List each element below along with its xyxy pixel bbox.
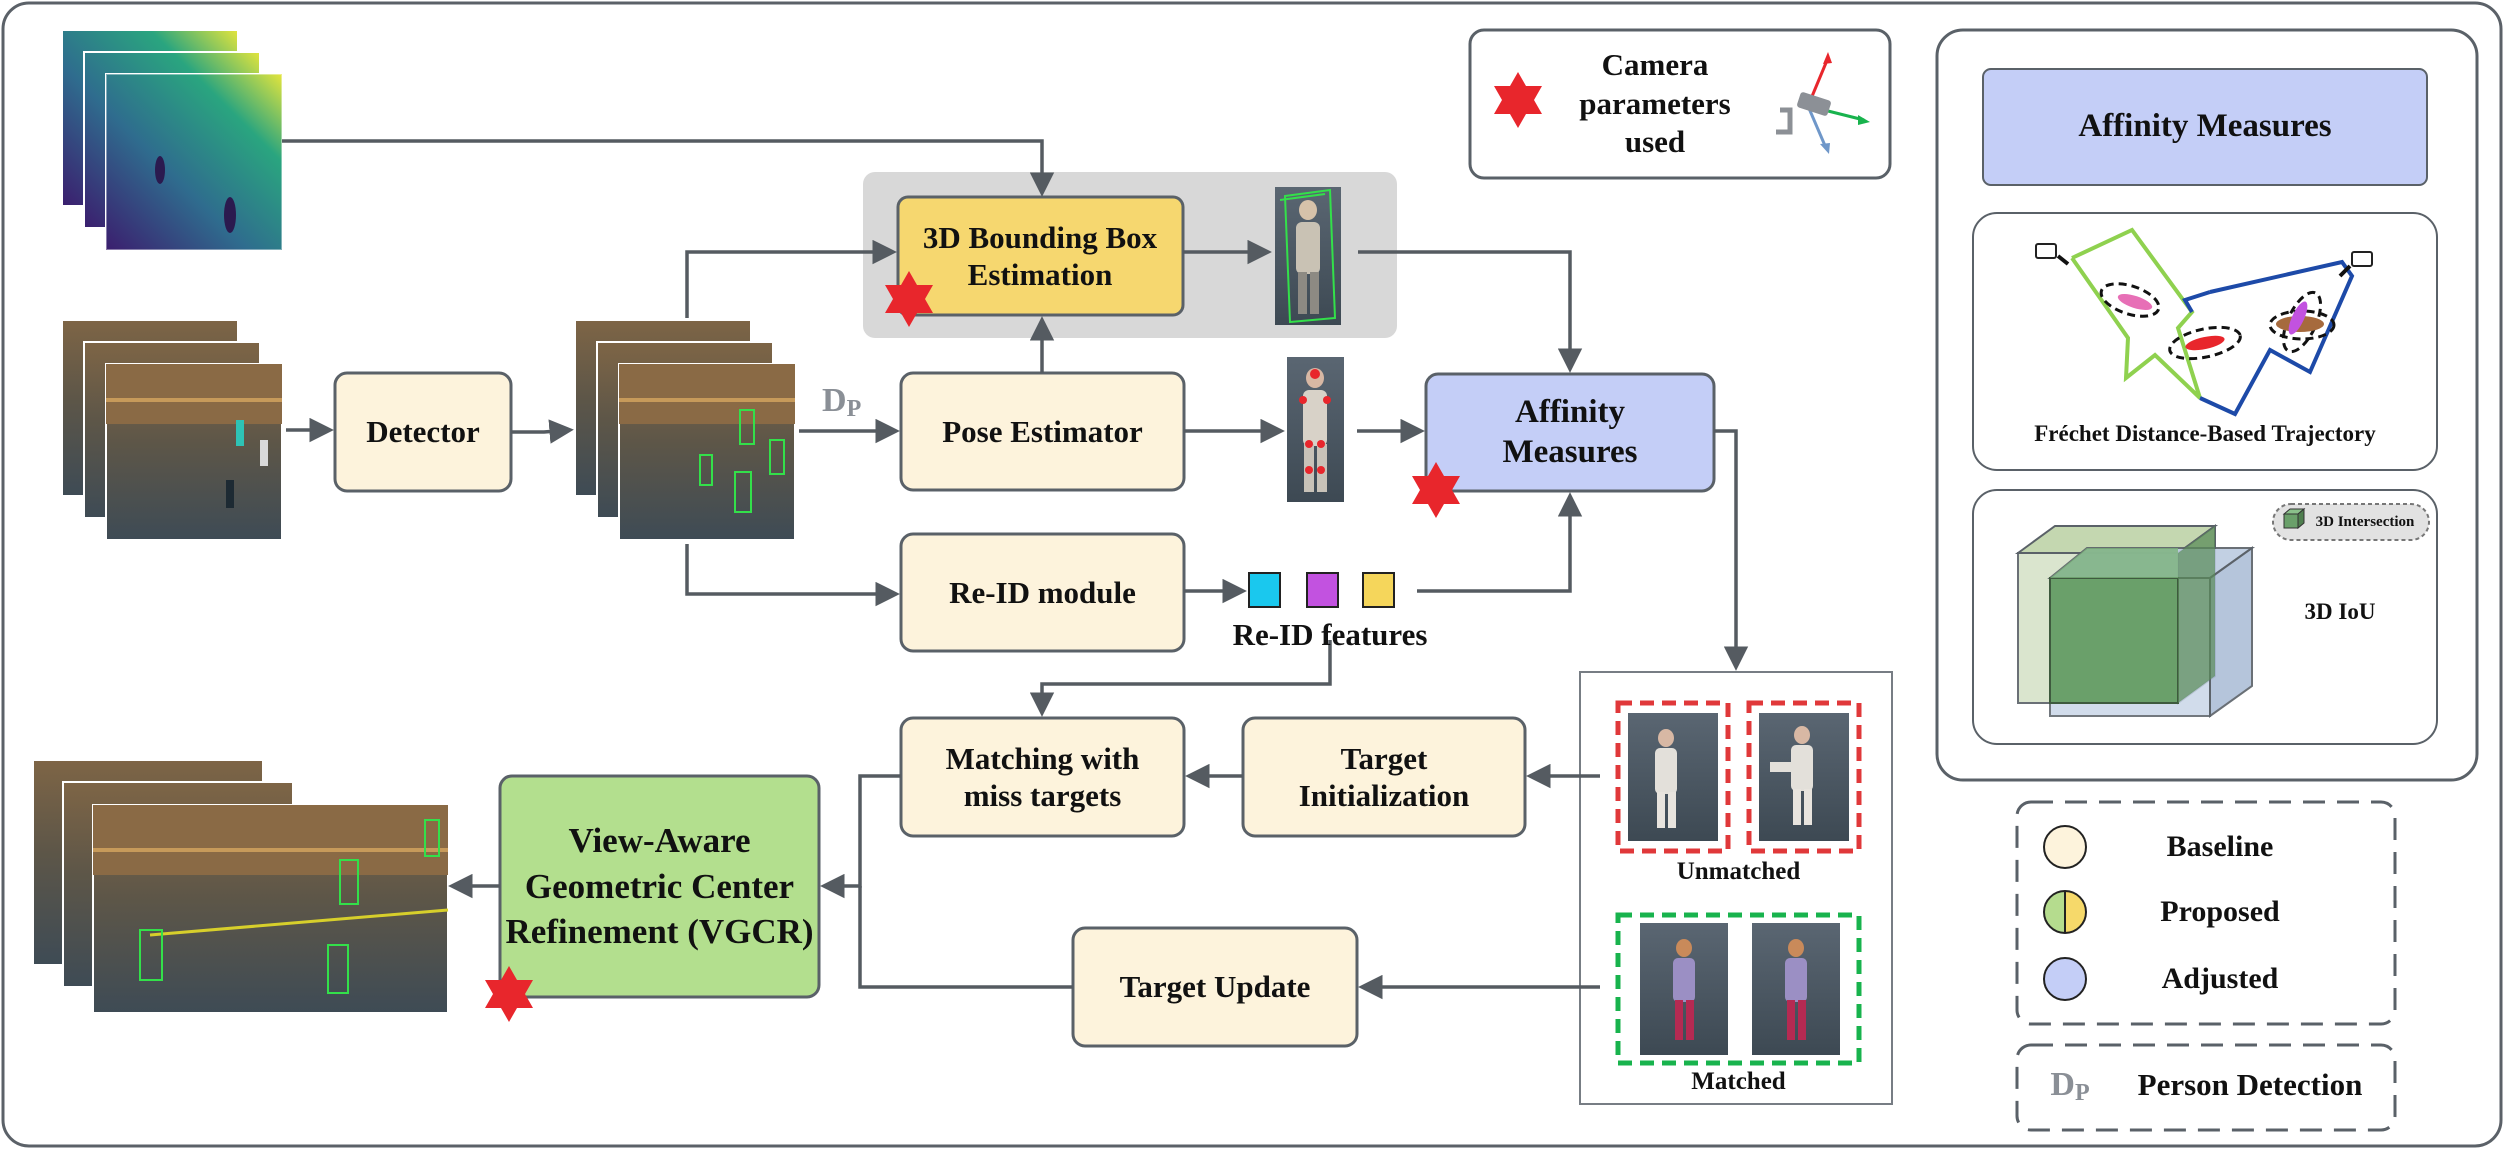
arrow-depth-to-bbox: [282, 139, 1055, 197]
arrow-features-to-matching: [1029, 640, 1332, 717]
pose-label: Pose Estimator: [942, 413, 1143, 449]
adjusted-legend-label: Adjusted: [2161, 962, 2279, 995]
frechet-label: Fréchet Distance-Based Trajectory: [2034, 421, 2376, 447]
star-icon-vgcr: [485, 966, 533, 1022]
matched-label: Matched: [1691, 1068, 1786, 1095]
bbox3d-box[interactable]: [896, 195, 1185, 317]
baseline-swatch: [2043, 825, 2087, 869]
intersection-pill: [2272, 503, 2430, 541]
arrow-affinity-to-results: [1714, 429, 1749, 671]
frechet-trajectory-graphic: [2035, 227, 2373, 417]
arrow-bbox-crop-to-affinity: [1358, 250, 1583, 373]
arrow-detector-to-detected: [511, 419, 574, 444]
arrows: [282, 139, 1749, 1000]
unmatched-person-crops: [1628, 713, 1849, 841]
affinity-panel-title: Affinity Measures: [2078, 108, 2332, 145]
affinity-panel-title-box: [1982, 68, 2428, 186]
detector-label: Detector: [366, 414, 480, 450]
star-icon-bbox: [885, 271, 933, 327]
iou-label: 3D IoU: [2304, 599, 2376, 625]
iou-cubes-graphic: [2014, 524, 2256, 718]
detected-frames-stack: [574, 319, 796, 541]
camera-icon-right: [2338, 251, 2373, 278]
star-icon-legend: [1494, 72, 1542, 128]
arrow-update-to-vgcr: [858, 886, 1073, 989]
matching-miss-label: Matching with miss targets: [945, 740, 1140, 813]
proposed-legend-label: Proposed: [2160, 895, 2280, 928]
arrow-features-to-affinity: [1417, 492, 1583, 593]
output-frames-stack: [32, 759, 449, 1014]
intersection-label: 3D Intersection: [2315, 514, 2415, 530]
affinity-label: Affinity Measures: [1502, 393, 1638, 470]
dp-legend-box: [2015, 1043, 2397, 1132]
arrow-detected-to-bbox: [685, 239, 897, 318]
star-icon-affinity: [1412, 462, 1460, 518]
baseline-legend-label: Baseline: [2166, 830, 2274, 863]
matched-person-crops: [1640, 923, 1840, 1055]
depth-map-stack: [61, 29, 283, 251]
matched-dashed-frame: [1615, 912, 1862, 1066]
unmatched-dashed-frame-1: [1615, 700, 1731, 854]
pose-person-crop: [1287, 357, 1344, 502]
adjusted-swatch: [2043, 957, 2087, 1001]
camera-icon-left: [2035, 243, 2070, 266]
unmatched-dashed-frame-2: [1746, 700, 1862, 854]
target-init-label: Target Initialization: [1298, 740, 1470, 813]
camera-axes-icon: [1776, 52, 1870, 154]
bbox3d-person-crop: [1275, 187, 1341, 325]
camera-legend-label: Camera parameters used: [1579, 46, 1731, 160]
input-frames-stack: [61, 319, 283, 541]
arrow-detected-to-reid: [685, 544, 900, 607]
camera-star-icons: [485, 72, 1542, 1022]
bbox3d-label: 3D Bounding Box Estimation: [922, 219, 1158, 292]
person-detection-legend-label: Person Detection: [2137, 1067, 2363, 1103]
reid-features-label: Re-ID features: [1232, 617, 1428, 653]
arrow-matching-to-vgcr: [820, 774, 901, 899]
target-update-label: Target Update: [1119, 969, 1311, 1005]
reid-label: Re-ID module: [949, 574, 1136, 610]
reid-feature-magenta: [1306, 572, 1339, 608]
legend-box: [2015, 800, 2397, 1026]
reid-feature-cyan: [1248, 572, 1281, 608]
intersection-cube-icon: [2282, 507, 2306, 530]
unmatched-label: Unmatched: [1676, 858, 1801, 885]
vgcr-label: View-Aware Geometric Center Refinement (…: [505, 821, 814, 952]
camera-legend-box: [1468, 28, 1892, 180]
reid-feature-yellow: [1362, 572, 1395, 608]
